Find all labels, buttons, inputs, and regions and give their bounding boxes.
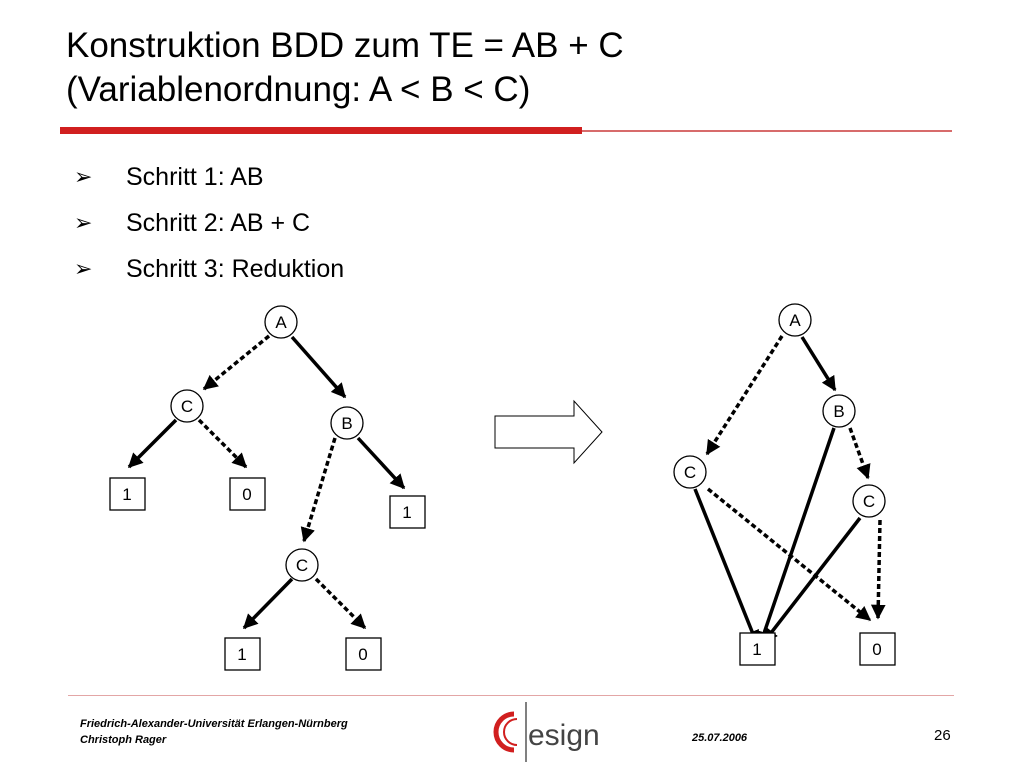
footer-date: 25.07.2006 — [692, 732, 748, 744]
arrow-bullet-icon: ➢ — [74, 164, 93, 189]
left-node-b: B — [330, 406, 364, 440]
bullet-item: ➢ Schritt 2: AB + C — [74, 200, 344, 246]
arrow-bullet-icon: ➢ — [74, 256, 93, 281]
node-label: B — [833, 402, 844, 421]
title-underline-accent — [60, 127, 582, 134]
title-line-2: (Variablenordnung: A < B < C) — [66, 70, 531, 109]
node-label: A — [789, 311, 801, 330]
edge-a-b-high — [800, 336, 837, 392]
left-node-c1: C — [170, 389, 204, 423]
left-leaf-0: 0 — [229, 477, 266, 511]
transform-arrow-icon — [494, 399, 603, 465]
node-label: A — [275, 313, 287, 332]
bullet-text: Schritt 3: Reduktion — [126, 254, 345, 283]
footer-author: Christoph Rager — [80, 734, 167, 746]
edge-c-left-0-low — [706, 487, 872, 622]
title-underline — [60, 127, 952, 134]
footer-info: Friedrich-Alexander-Universität Erlangen… — [80, 716, 348, 748]
edge-b-c-low — [300, 437, 337, 543]
edge-b-1-high — [757, 427, 836, 647]
leaf-label: 1 — [402, 503, 411, 522]
edge-c2-0-low — [314, 577, 367, 630]
node-label: B — [341, 414, 352, 433]
leaf-label: 0 — [242, 485, 251, 504]
edge-c-1-high — [127, 418, 178, 469]
title-line-1: Konstruktion BDD zum TE = AB + C — [66, 26, 624, 65]
leaf-label: 1 — [122, 485, 131, 504]
page-number: 26 — [934, 727, 951, 744]
edge-a-c-low — [705, 335, 784, 456]
arrow-bullet-icon: ➢ — [74, 210, 93, 235]
edge-c2-1-high — [242, 577, 294, 630]
leaf-label: 0 — [872, 640, 881, 659]
left-leaf-c2-1: 1 — [224, 637, 261, 671]
node-label: C — [684, 463, 696, 482]
left-node-a: A — [264, 305, 298, 339]
footer-divider — [68, 695, 954, 696]
design-logo: esign — [493, 702, 600, 762]
footer-institution: Friedrich-Alexander-Universität Erlangen… — [80, 718, 348, 730]
right-leaf-0: 0 — [859, 632, 896, 666]
leaf-label: 1 — [752, 640, 761, 659]
slide-title: Konstruktion BDD zum TE = AB + C (Variab… — [66, 24, 624, 112]
node-label: C — [181, 397, 193, 416]
edge-c-left-1-high — [693, 488, 759, 646]
right-node-b: B — [822, 394, 856, 428]
edge-a-c-low — [202, 334, 271, 391]
leaf-label: 1 — [237, 645, 246, 664]
edge-c-right-1-high — [762, 516, 862, 644]
right-leaf-1: 1 — [739, 632, 776, 666]
bullet-text: Schritt 2: AB + C — [126, 208, 311, 237]
edge-c-0-low — [197, 418, 248, 469]
right-node-c-right: C — [852, 484, 886, 518]
edge-c-right-0-low — [870, 519, 886, 620]
edge-b-1-high — [356, 436, 406, 490]
right-node-c-left: C — [673, 455, 707, 489]
edge-a-b-high — [290, 335, 347, 399]
left-leaf-c2-0: 0 — [345, 637, 382, 671]
logo-text: esign — [528, 719, 600, 752]
edge-b-c-low — [848, 427, 871, 480]
leaf-label: 0 — [358, 645, 367, 664]
right-node-a: A — [778, 303, 812, 337]
bullet-item: ➢ Schritt 3: Reduktion — [74, 246, 344, 292]
bullet-list: ➢ Schritt 1: AB ➢ Schritt 2: AB + C ➢ Sc… — [74, 154, 344, 292]
node-label: C — [296, 556, 308, 575]
node-label: C — [863, 492, 875, 511]
bullet-text: Schritt 1: AB — [126, 162, 264, 191]
left-node-c2: C — [285, 548, 319, 582]
bullet-item: ➢ Schritt 1: AB — [74, 154, 344, 200]
left-leaf-1: 1 — [109, 477, 146, 511]
left-leaf-b-1: 1 — [389, 495, 426, 529]
